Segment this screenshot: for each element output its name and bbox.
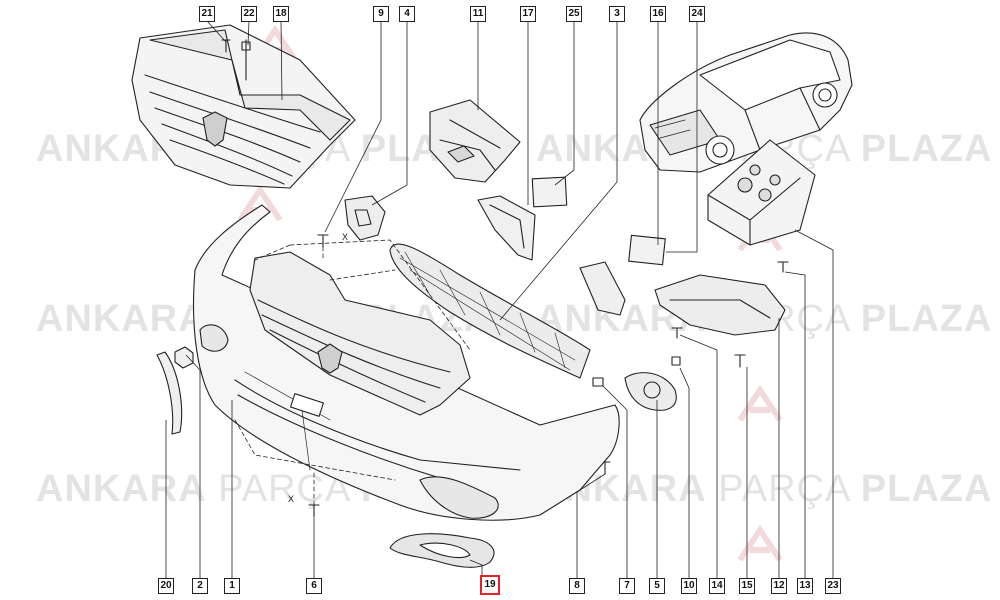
callout-25[interactable]: 25 [566, 6, 582, 22]
pad-part [531, 176, 568, 208]
car-illustration [639, 32, 853, 173]
callout-8[interactable]: 8 [569, 578, 585, 594]
callout-24[interactable]: 24 [689, 6, 705, 22]
callout-21[interactable]: 21 [199, 6, 215, 22]
callout-2[interactable]: 2 [192, 578, 208, 594]
center-grille-part [249, 251, 471, 416]
dimension-mark-x: X [288, 494, 295, 504]
callout-10[interactable]: 10 [681, 578, 697, 594]
callout-22[interactable]: 22 [241, 6, 257, 22]
cap-part [174, 346, 194, 369]
fog-lamp-housing-part [624, 372, 677, 411]
front-bumper-part [193, 204, 620, 521]
leader-lines [165, 20, 834, 578]
callout-11[interactable]: 11 [470, 6, 486, 22]
dimension-mark-x: X [342, 232, 349, 242]
callout-7[interactable]: 7 [619, 578, 635, 594]
callout-1[interactable]: 1 [224, 578, 240, 594]
upper-grille-part [131, 24, 356, 189]
deflector-part [429, 99, 521, 183]
undertray-part [654, 274, 786, 336]
left-trim-part [156, 351, 183, 435]
callout-4[interactable]: 4 [399, 6, 415, 22]
callout-9[interactable]: 9 [373, 6, 389, 22]
callout-15[interactable]: 15 [739, 578, 755, 594]
side-bracket-part [579, 261, 626, 316]
bracket-part [344, 195, 386, 241]
callout-14[interactable]: 14 [709, 578, 725, 594]
assembly-lines [234, 239, 471, 506]
callout-12[interactable]: 12 [771, 578, 787, 594]
fastener-parts [308, 234, 789, 518]
callout-19-highlighted[interactable]: 19 [480, 575, 500, 595]
fog-lamp-grille-part [389, 533, 495, 568]
callout-20[interactable]: 20 [158, 578, 174, 594]
callout-13[interactable]: 13 [797, 578, 813, 594]
callout-23[interactable]: 23 [825, 578, 841, 594]
callout-6[interactable]: 6 [306, 578, 322, 594]
callout-3[interactable]: 3 [609, 6, 625, 22]
parts-box [707, 139, 816, 246]
callout-5[interactable]: 5 [649, 578, 665, 594]
callout-16[interactable]: 16 [650, 6, 666, 22]
screw-pin-part [221, 39, 251, 81]
callout-18[interactable]: 18 [273, 6, 289, 22]
callout-17[interactable]: 17 [520, 6, 536, 22]
air-guide-part [477, 195, 536, 261]
label-part [628, 234, 666, 266]
